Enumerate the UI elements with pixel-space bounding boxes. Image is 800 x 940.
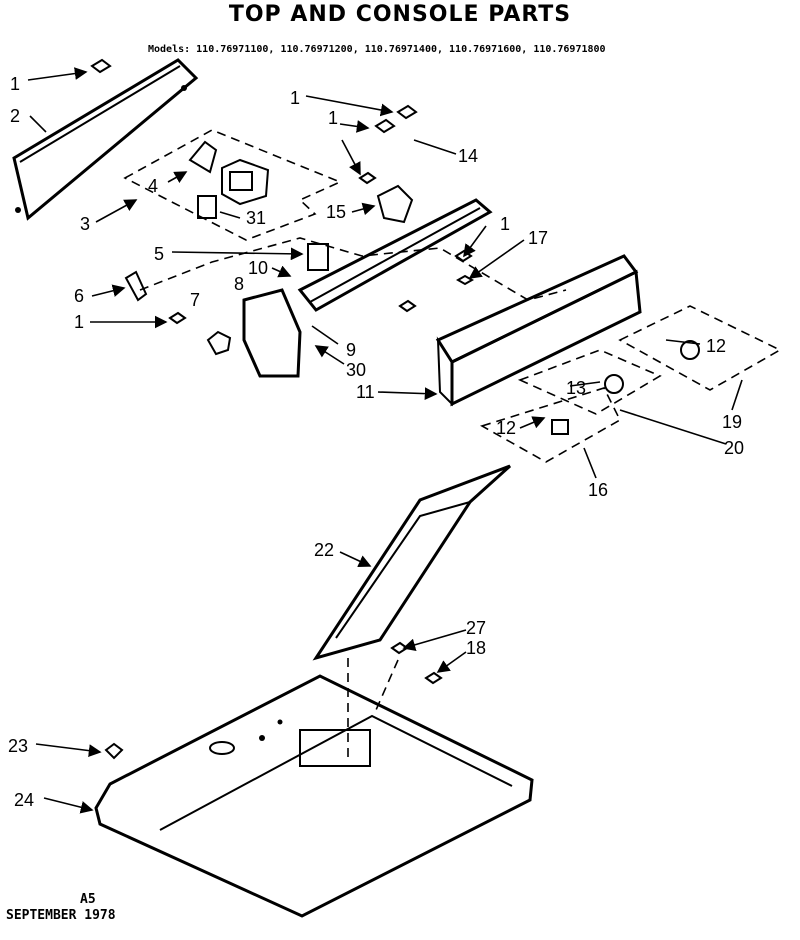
bracket-6	[124, 270, 148, 302]
callout-13: 13	[566, 378, 586, 398]
callout-3: 3	[80, 214, 90, 234]
callout-1c: 1	[328, 108, 338, 128]
callout-19: 19	[722, 412, 742, 432]
callout-11: 11	[356, 382, 375, 402]
callout-20: 20	[724, 438, 744, 458]
callout-16: 16	[588, 480, 608, 500]
callout-2: 2	[10, 106, 20, 126]
diagram-title: TOP AND CONSOLE PARTS	[228, 2, 572, 27]
callout-10: 10	[248, 258, 268, 278]
lid-22	[312, 464, 512, 661]
callout-23: 23	[8, 736, 28, 756]
knobs	[551, 340, 700, 435]
callout-18: 18	[466, 638, 486, 658]
callout-30: 30	[346, 360, 366, 380]
callout-15: 15	[326, 202, 346, 222]
leader-lines	[27, 67, 743, 814]
plug-23	[104, 742, 124, 760]
knob-7	[206, 330, 232, 356]
console-11	[435, 254, 642, 407]
callout-22: 22	[314, 540, 334, 560]
footer-code: A5	[80, 892, 96, 907]
callout-5: 5	[154, 244, 164, 264]
channel-9	[297, 198, 493, 312]
part-18	[424, 671, 443, 685]
callout-6: 6	[74, 286, 84, 306]
callout-8: 8	[234, 274, 244, 294]
callout-1b: 1	[290, 88, 300, 108]
part-5	[307, 243, 329, 271]
callout-labels: 1 2 1 1 14 4 3 31 15 1 17 5 10 6 7 8 1 9…	[8, 74, 744, 810]
callout-12b: 12	[496, 418, 516, 438]
callout-1d: 1	[500, 214, 510, 234]
group-20-outline	[517, 349, 662, 415]
callout-4: 4	[148, 176, 158, 196]
callout-17: 17	[528, 228, 548, 248]
screws	[90, 58, 475, 325]
housing-8	[242, 288, 302, 378]
callout-27: 27	[466, 618, 486, 638]
back-panel	[12, 58, 199, 221]
callout-7: 7	[190, 290, 200, 310]
callout-24: 24	[14, 790, 34, 810]
callout-1: 1	[10, 74, 20, 94]
footer-date: SEPTEMBER 1978	[6, 908, 116, 923]
callout-12a: 12	[706, 336, 726, 356]
callout-1e: 1	[74, 312, 84, 332]
group-19-outline	[618, 305, 782, 391]
switch-15	[376, 184, 414, 224]
group-16-outline	[479, 387, 622, 463]
switch-component	[188, 140, 270, 219]
callout-14: 14	[458, 146, 478, 166]
model-list: Models: 110.76971100, 110.76971200, 110.…	[148, 44, 606, 55]
callout-9: 9	[346, 340, 356, 360]
top-panel-24	[94, 674, 534, 918]
callout-31: 31	[246, 208, 266, 228]
group-3-outline	[123, 129, 343, 241]
